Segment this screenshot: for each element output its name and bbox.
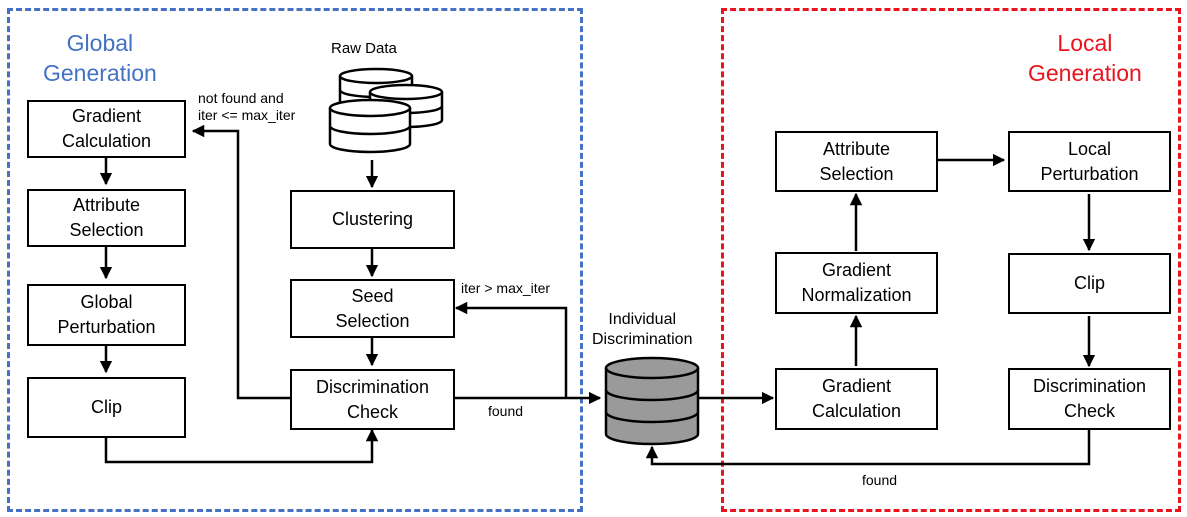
global-gradient-calculation-box: Gradient Calculation xyxy=(27,100,186,158)
global-perturbation-box: Global Perturbation xyxy=(27,284,186,346)
local-generation-region xyxy=(721,8,1181,512)
individual-discrimination-label: Individual Discrimination xyxy=(592,311,693,348)
global-clip-box: Clip xyxy=(27,377,186,438)
local-discrimination-check-box: Discrimination Check xyxy=(1008,368,1171,430)
local-clip-box: Clip xyxy=(1008,253,1171,314)
local-perturbation-box: Local Perturbation xyxy=(1008,131,1171,192)
gradient-normalization-box: Gradient Normalization xyxy=(775,252,938,314)
arrow-clip-to-discrimination-check xyxy=(104,428,379,464)
raw-data-database-icon xyxy=(328,67,444,154)
local-gradient-calculation-box: Gradient Calculation xyxy=(775,368,938,430)
seed-selection-box: Seed Selection xyxy=(290,279,455,338)
clustering-box: Clustering xyxy=(290,190,455,249)
local-generation-title: Local Generation xyxy=(1028,30,1142,86)
local-found-edge-label: found xyxy=(862,472,898,488)
global-found-edge-label: found xyxy=(488,403,524,419)
global-generation-title: Global Generation xyxy=(43,30,157,86)
local-attribute-selection-box: Attribute Selection xyxy=(775,131,938,192)
global-attribute-selection-box: Attribute Selection xyxy=(27,189,186,247)
global-discrimination-check-box: Discrimination Check xyxy=(290,369,455,430)
not-found-edge-label: not found and iter <= max_iter xyxy=(198,90,296,123)
iter-exceeded-edge-label: iter > max_iter xyxy=(461,280,551,296)
arrow-iter-exceeded-loop xyxy=(454,301,568,398)
global-generation-region xyxy=(7,8,583,512)
raw-data-label: Raw Data xyxy=(331,40,397,57)
arrow-not-found-loop xyxy=(191,124,290,400)
arrow-local-found-to-database xyxy=(645,430,1091,466)
individual-discrimination-database-icon xyxy=(604,356,700,446)
